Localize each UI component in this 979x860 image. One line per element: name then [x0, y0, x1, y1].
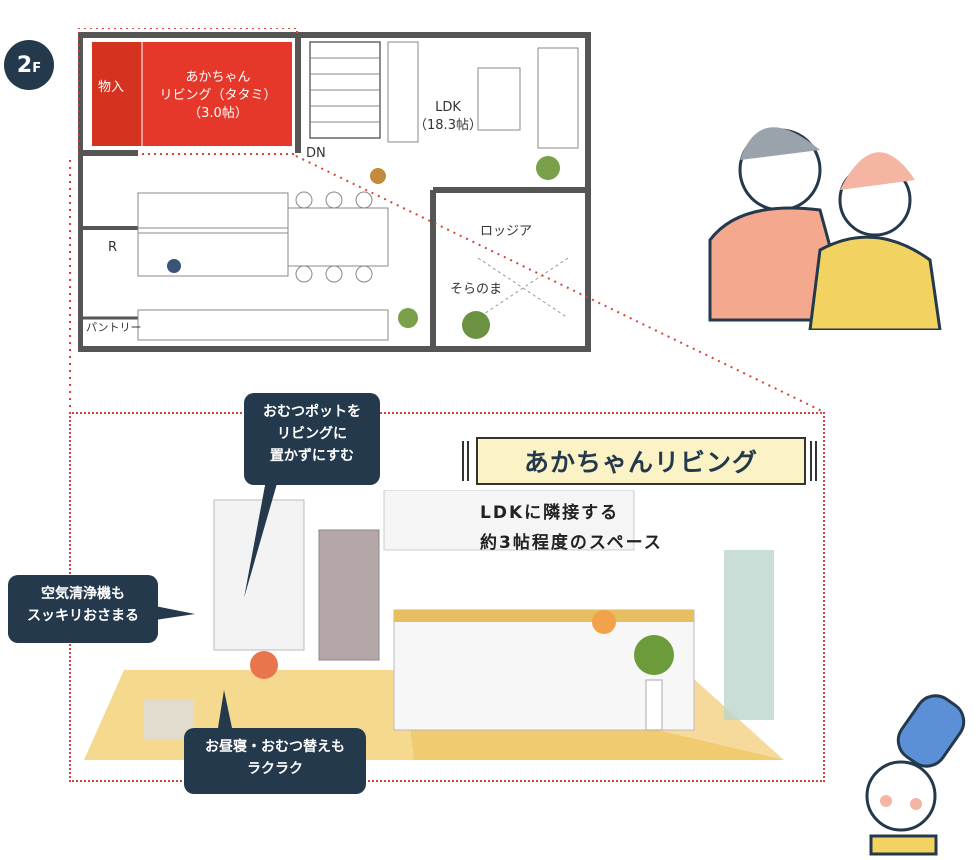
- soranoma-label: そらのま: [450, 282, 503, 297]
- baby-living-line2: リビング（タタミ）: [159, 88, 277, 103]
- dn-label: DN: [306, 146, 326, 161]
- title-bars-right: [810, 441, 820, 481]
- floor-number: 2: [16, 52, 33, 78]
- baby-living-line3: （3.0帖）: [188, 106, 248, 121]
- title-bars-left: [462, 441, 472, 481]
- callout-air-purifier-line1: 空気清浄機も: [41, 586, 125, 602]
- storage-label: 物入: [98, 80, 125, 95]
- callout-nap: お昼寝・おむつ替えも ラクラク: [184, 728, 366, 794]
- feature-desc-line2: 約3帖程度のスペース: [480, 533, 663, 553]
- refrigerator-label: R: [108, 240, 118, 255]
- callout-air-purifier-pointer: [155, 606, 195, 620]
- pantry-label: パントリー: [86, 321, 142, 334]
- feature-title: あかちゃんリビング: [476, 437, 806, 485]
- feature-desc-line1: LDKに隣接する: [480, 503, 620, 523]
- floor-plan-drawing: [77, 27, 591, 352]
- callout-diaper-pot: おむつポットを リビングに 置かずにすむ: [244, 393, 380, 485]
- callout-diaper-pot-line1: おむつポットを: [263, 404, 361, 420]
- ldk-label: LDK: [435, 100, 461, 115]
- baby-living-line1: あかちゃん: [185, 70, 251, 85]
- callout-diaper-pot-line2: リビングに: [277, 426, 347, 442]
- callout-air-purifier: 空気清浄機も スッキリおさまる: [8, 575, 158, 643]
- floor-plan: 物入 あかちゃん リビング（タタミ） （3.0帖） LDK （18.3帖） DN…: [77, 27, 598, 378]
- callout-nap-line1: お昼寝・おむつ替えも: [205, 739, 345, 755]
- floor-suffix: F: [32, 60, 42, 76]
- callout-nap-pointer: [218, 690, 232, 728]
- callout-diaper-pot-pointer: [244, 480, 278, 598]
- family-illustration: [700, 60, 945, 332]
- callout-air-purifier-line2: スッキリおさまる: [27, 608, 139, 624]
- loggia-label: ロッジア: [480, 224, 533, 239]
- ldk-size-label: （18.3帖）: [414, 118, 482, 133]
- baby-illustration: [846, 686, 976, 856]
- callout-diaper-pot-line3: 置かずにすむ: [269, 448, 355, 464]
- callout-nap-line2: ラクラク: [247, 761, 303, 777]
